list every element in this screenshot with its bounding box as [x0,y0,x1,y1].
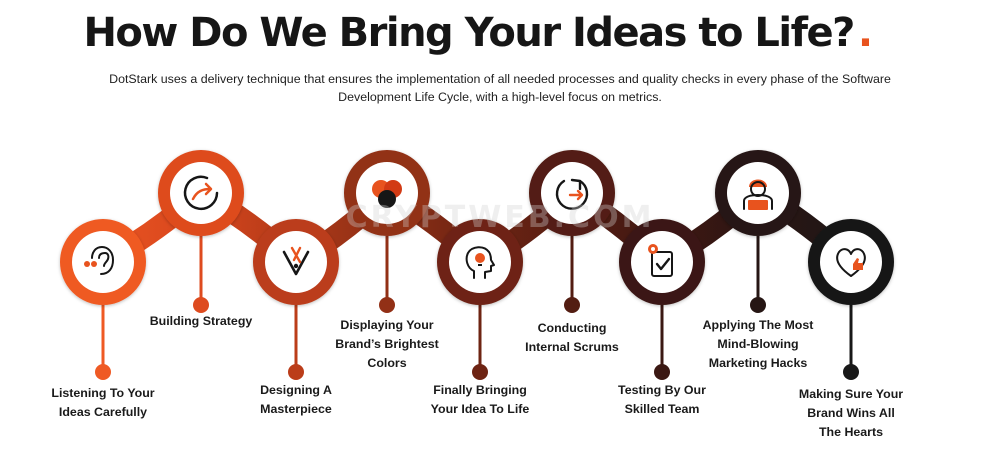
step-label-line: Listening To Your [51,386,155,400]
page-subtitle: DotStark uses a delivery technique that … [40,70,960,106]
ear-icon [84,246,114,275]
step-dot [654,364,670,380]
step-label-line: Skilled Team [624,402,700,416]
step-label-line: Internal Scrums [525,340,619,354]
checklist-gear-icon [648,244,673,277]
head-bulb-icon [465,246,495,279]
step-label-line: Masterpiece [260,402,332,416]
step-label-line: Brand’s Brightest [335,337,439,351]
step-label-line: Designing A [260,383,332,397]
step-ring-inner [820,231,882,293]
step-label-line: Mind-Blowing [717,337,799,351]
step-dot [379,297,395,313]
watermark: CRYPTWEB.COM [345,200,655,235]
person-laptop-icon [743,179,773,210]
subtitle-line-1: DotStark uses a delivery technique that … [109,72,891,86]
step-dot [95,364,111,380]
page-title: How Do We Bring Your Ideas to Life?. [0,10,955,56]
step-label-line: Brand Wins All [807,406,895,420]
color-circles-icon [372,180,402,208]
step-label-line: Building Strategy [149,314,253,328]
step-label-line: Ideas Carefully [58,405,148,419]
title-dot: . [857,10,873,56]
step-label-line: Your Idea To Life [430,402,530,416]
step-ring-inner [265,231,327,293]
step-label-line: Displaying Your [340,318,434,332]
step-label-line: The Hearts [818,425,884,439]
step-ring-inner [72,231,134,293]
step-label-line: Testing By Our [618,383,706,397]
step-label-strategy: Building Strategy [126,312,276,331]
step-dot [843,364,859,380]
pen-brush-icon [282,246,310,276]
cycle-arrow-icon [555,178,589,210]
step-ring-inner [170,162,232,224]
step-ring-inner [631,231,693,293]
step-dot [193,297,209,313]
step-label-line: Marketing Hacks [708,356,808,370]
step-label-line: Finally Bringing [433,383,527,397]
subtitle-line-2: Development Life Cycle, with a high-leve… [338,90,662,104]
step-ring-inner [541,162,603,224]
step-label-design: Designing A Masterpiece [221,381,371,419]
step-label-line: Conducting [537,321,607,335]
step-dot [750,297,766,313]
step-label-line: Making Sure Your [798,387,904,401]
circular-arrow-icon [183,175,219,211]
step-label-line: Colors [367,356,407,370]
title-text: How Do We Bring Your Ideas to Life? [83,10,855,56]
heart-thumb-icon [836,248,866,277]
step-ring-inner [727,162,789,224]
step-dot [288,364,304,380]
step-dot [472,364,488,380]
step-dot [564,297,580,313]
step-label-line: Applying The Most [702,318,814,332]
